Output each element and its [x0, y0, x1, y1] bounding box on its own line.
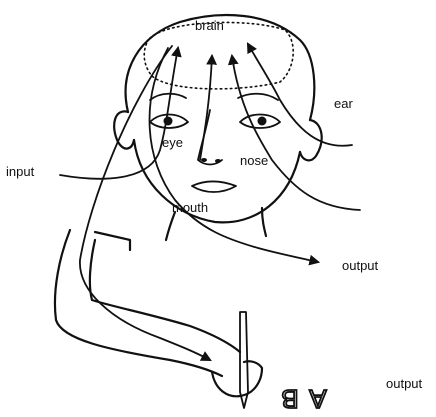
label-mouth: mouth — [172, 200, 208, 215]
label-ear: ear — [334, 96, 353, 111]
arm-lower-outline — [90, 240, 240, 352]
shoulder-line — [95, 232, 130, 250]
label-output-lower: output — [386, 376, 423, 391]
mouth-outline — [192, 182, 236, 193]
neck-left — [166, 212, 175, 240]
arrow-brain-to-output-upper — [150, 48, 318, 262]
right-nostril — [215, 159, 221, 163]
left-pupil — [164, 117, 173, 126]
label-eye: eye — [162, 135, 183, 150]
written-letter-a: A — [309, 384, 327, 414]
left-eyebrow — [150, 94, 186, 100]
nose-outline — [198, 110, 222, 165]
written-letter-b: B — [281, 384, 298, 414]
label-brain: brain — [195, 18, 224, 33]
label-nose: nose — [240, 153, 268, 168]
pencil — [240, 312, 248, 408]
arrow-eye-to-brain — [200, 56, 212, 160]
neck-right — [262, 208, 266, 236]
right-eyebrow — [238, 94, 278, 100]
left-nostril — [201, 158, 207, 162]
label-output-upper: output — [342, 258, 379, 273]
right-pupil — [258, 117, 267, 126]
arrow-nose-to-brain — [232, 56, 360, 210]
label-input: input — [6, 164, 35, 179]
hand-outline — [212, 361, 262, 396]
